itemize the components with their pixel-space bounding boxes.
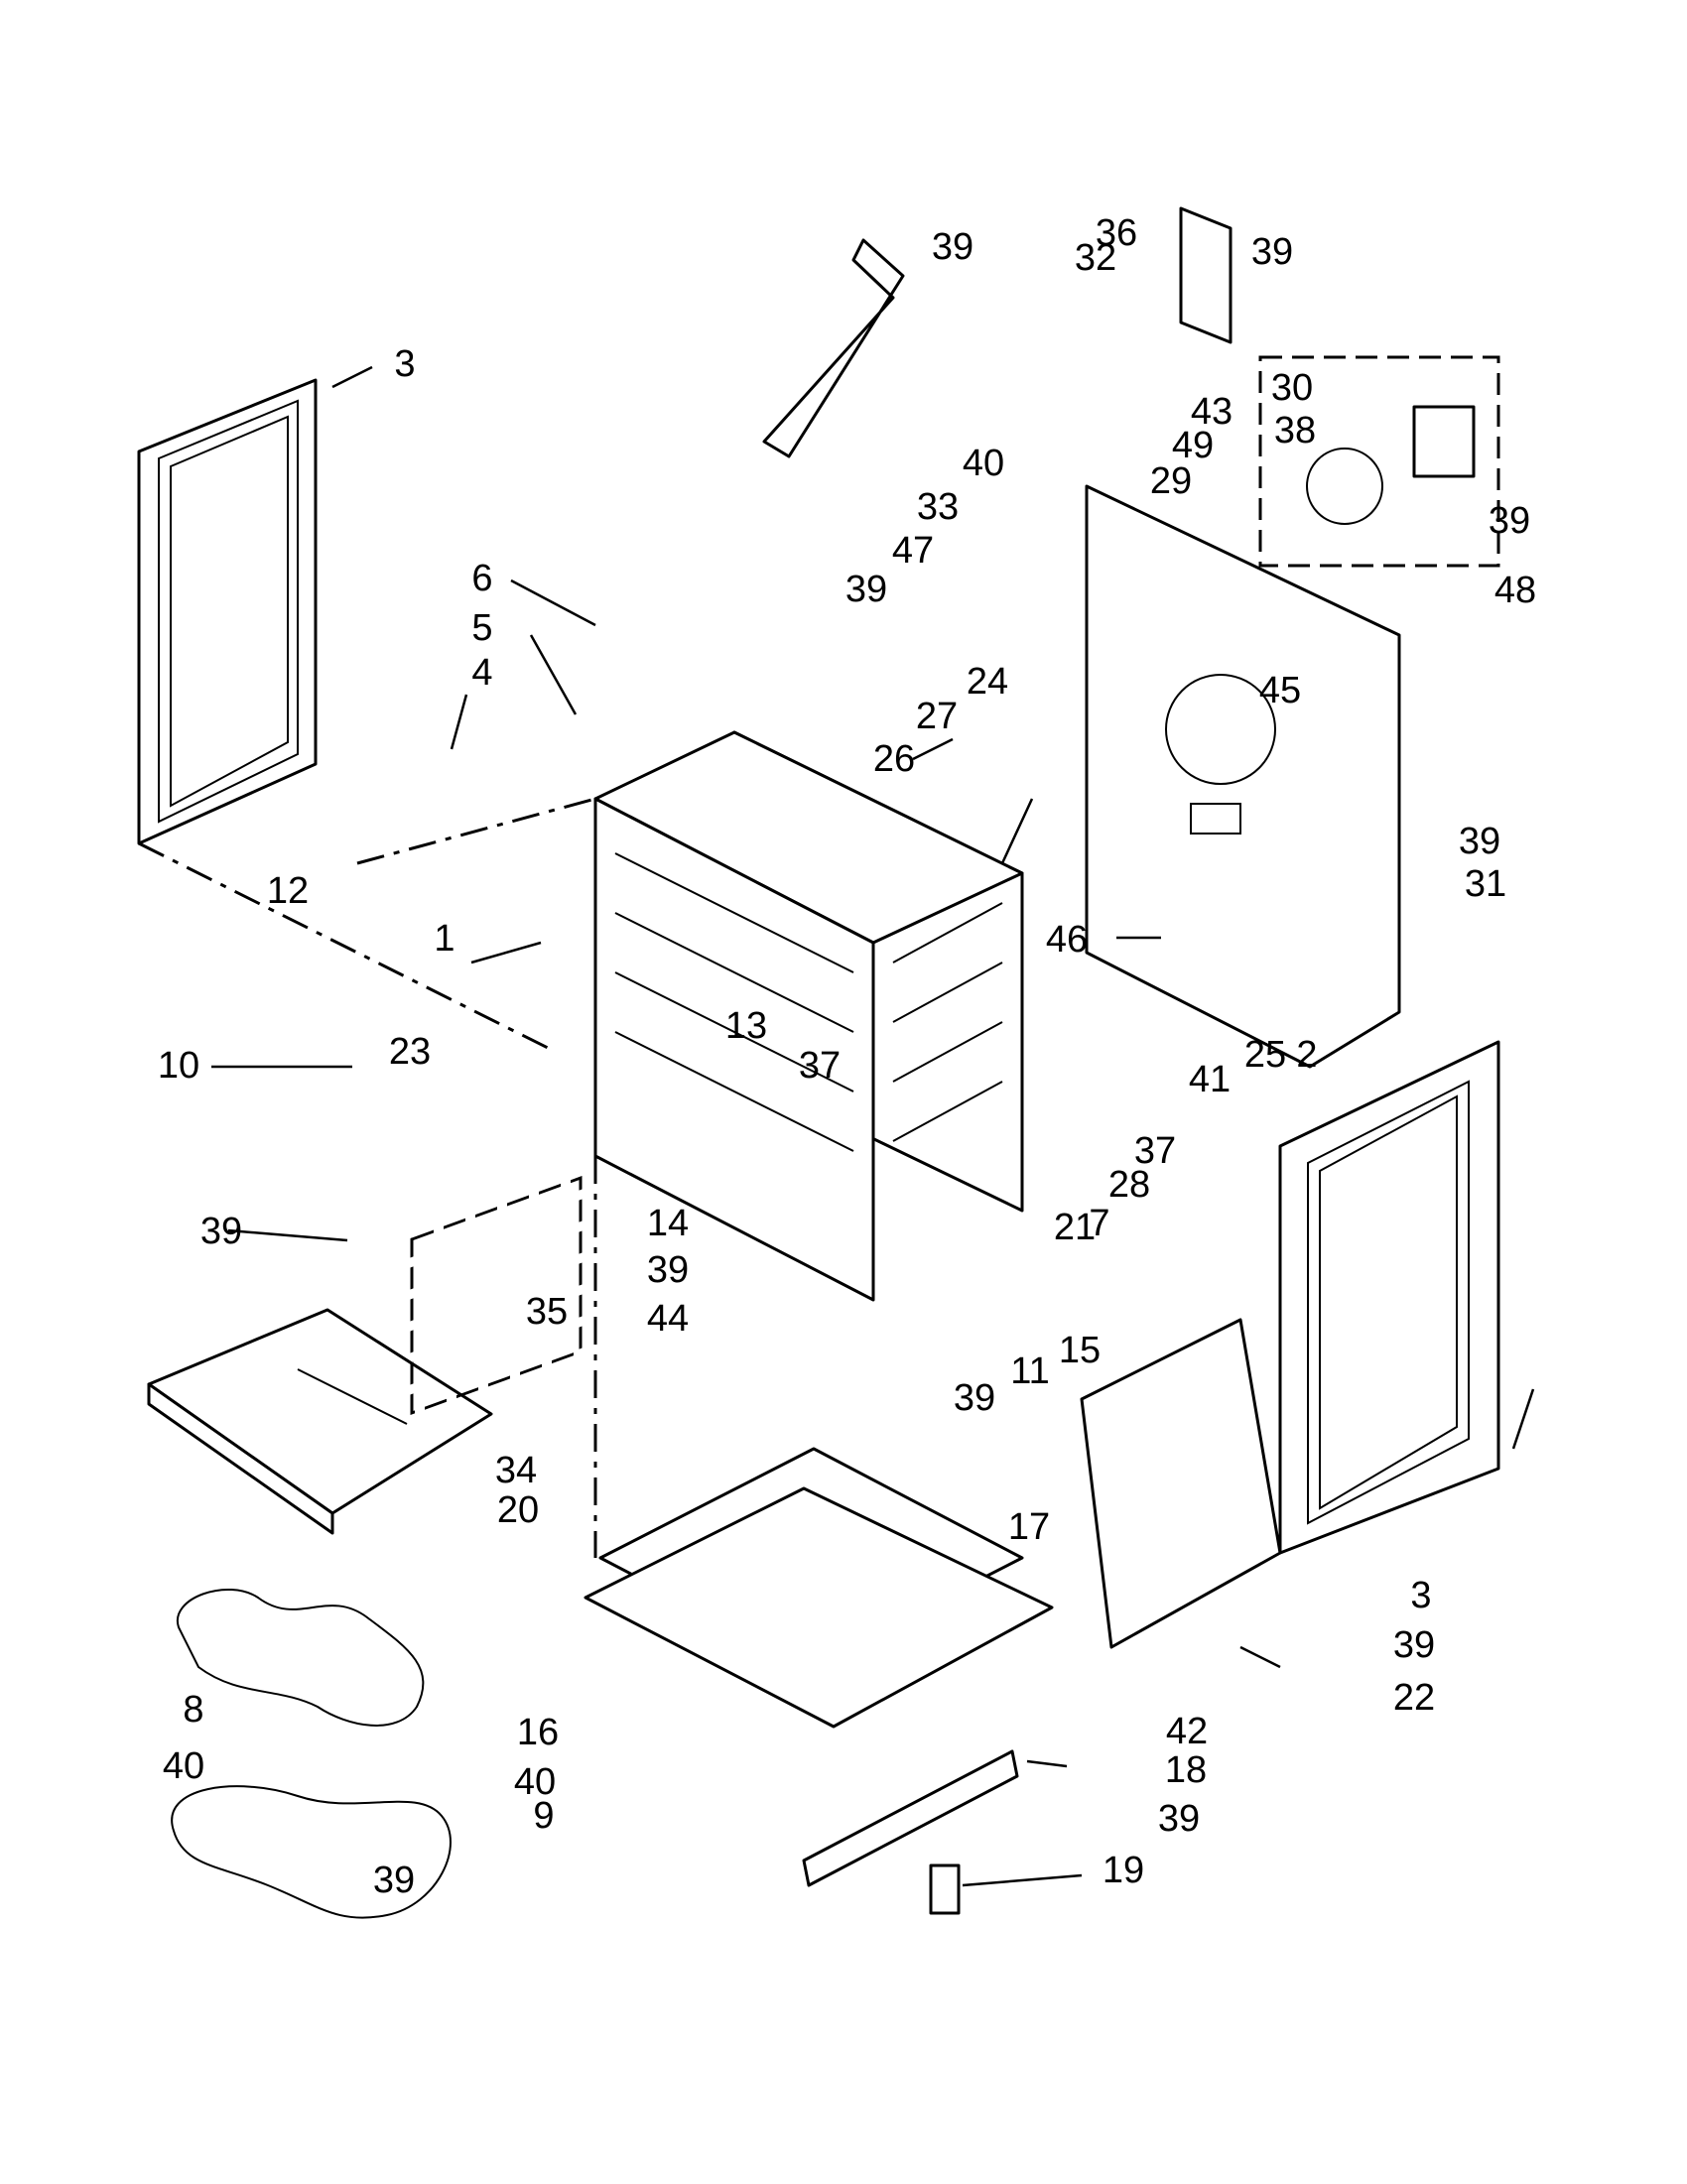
vent-bracket xyxy=(762,238,905,458)
callout-20: 20 xyxy=(497,1489,539,1531)
callout-5: 5 xyxy=(471,607,492,649)
callout-3-right: 3 xyxy=(1410,1575,1431,1616)
callout-12: 12 xyxy=(267,870,309,912)
callout-44: 44 xyxy=(647,1298,689,1340)
callout-labels: 1 2 3 3 4 5 6 7 8 9 10 11 12 13 14 15 16… xyxy=(158,212,1536,1901)
callout-10: 10 xyxy=(158,1045,199,1087)
callout-9: 9 xyxy=(533,1795,554,1837)
callout-32: 32 xyxy=(1075,237,1116,279)
channel-36 xyxy=(1179,206,1233,344)
callout-14: 14 xyxy=(647,1203,689,1244)
callout-4: 4 xyxy=(471,652,492,694)
callout-8: 8 xyxy=(183,1689,203,1731)
fan-motor-group xyxy=(1258,355,1500,568)
callout-39-j: 39 xyxy=(1158,1798,1200,1840)
callout-39-g: 39 xyxy=(647,1249,689,1291)
callout-13: 13 xyxy=(725,1005,767,1047)
leader-lines xyxy=(211,578,1535,1887)
callout-40-c: 40 xyxy=(514,1761,556,1803)
callout-29: 29 xyxy=(1150,460,1192,502)
leveling-rail xyxy=(802,1749,1019,1915)
side-frame-right xyxy=(1278,1040,1500,1555)
callout-33: 33 xyxy=(917,486,959,528)
callout-15: 15 xyxy=(1059,1330,1101,1371)
callout-39-f: 39 xyxy=(200,1211,242,1252)
callout-23: 23 xyxy=(389,1031,431,1073)
callout-18: 18 xyxy=(1165,1749,1207,1791)
callout-22: 22 xyxy=(1393,1677,1435,1719)
callout-43: 43 xyxy=(1191,391,1233,433)
drawer-pan xyxy=(147,1308,493,1535)
callout-49: 49 xyxy=(1172,425,1214,466)
callout-1: 1 xyxy=(434,918,454,960)
side-panel xyxy=(1080,1318,1282,1649)
callout-28: 28 xyxy=(1108,1164,1150,1206)
callout-42: 42 xyxy=(1166,1711,1208,1752)
callout-3-left: 3 xyxy=(394,343,415,385)
callout-24: 24 xyxy=(967,661,1008,703)
callout-39-c: 39 xyxy=(1489,500,1530,542)
callout-39-a: 39 xyxy=(932,226,973,268)
callout-39-h: 39 xyxy=(954,1377,995,1419)
callout-19: 19 xyxy=(1103,1850,1144,1891)
callout-21: 21 xyxy=(1054,1207,1096,1248)
callout-39-i: 39 xyxy=(1393,1624,1435,1666)
callout-17: 17 xyxy=(1008,1506,1050,1548)
oven-bottom xyxy=(584,1447,1054,1729)
side-frame-left xyxy=(137,365,373,845)
callout-34: 34 xyxy=(495,1450,537,1491)
callout-37-b: 37 xyxy=(1134,1130,1176,1172)
callout-39-d: 39 xyxy=(845,569,887,610)
bake-element xyxy=(176,1589,425,1727)
callout-39-e: 39 xyxy=(1459,821,1500,862)
callout-48: 48 xyxy=(1494,570,1536,611)
callout-16: 16 xyxy=(517,1712,559,1753)
callout-26: 26 xyxy=(873,738,915,780)
callout-2: 2 xyxy=(1296,1034,1317,1076)
callout-7: 7 xyxy=(1089,1203,1109,1244)
reference-lines xyxy=(138,797,597,1558)
broil-element xyxy=(171,1785,452,1919)
callout-39-k: 39 xyxy=(373,1860,415,1901)
callout-40-a: 40 xyxy=(963,443,1004,484)
callout-39-b: 39 xyxy=(1251,231,1293,273)
callout-30: 30 xyxy=(1271,367,1313,409)
callout-41: 41 xyxy=(1189,1059,1231,1100)
callout-31: 31 xyxy=(1465,863,1506,905)
back-panel xyxy=(1085,484,1401,1069)
callout-40-b: 40 xyxy=(163,1745,204,1787)
callout-35: 35 xyxy=(526,1291,568,1333)
callout-45: 45 xyxy=(1259,670,1301,711)
callout-37-a: 37 xyxy=(799,1045,841,1087)
callout-11: 11 xyxy=(1010,1350,1049,1392)
callout-25: 25 xyxy=(1244,1034,1286,1076)
callout-38: 38 xyxy=(1274,410,1316,451)
callout-47: 47 xyxy=(892,530,934,572)
callout-36: 36 xyxy=(1096,212,1137,254)
oven-cavity xyxy=(593,730,1024,1302)
callout-46: 46 xyxy=(1046,919,1088,961)
callout-6: 6 xyxy=(471,558,492,599)
callout-27: 27 xyxy=(916,696,958,737)
